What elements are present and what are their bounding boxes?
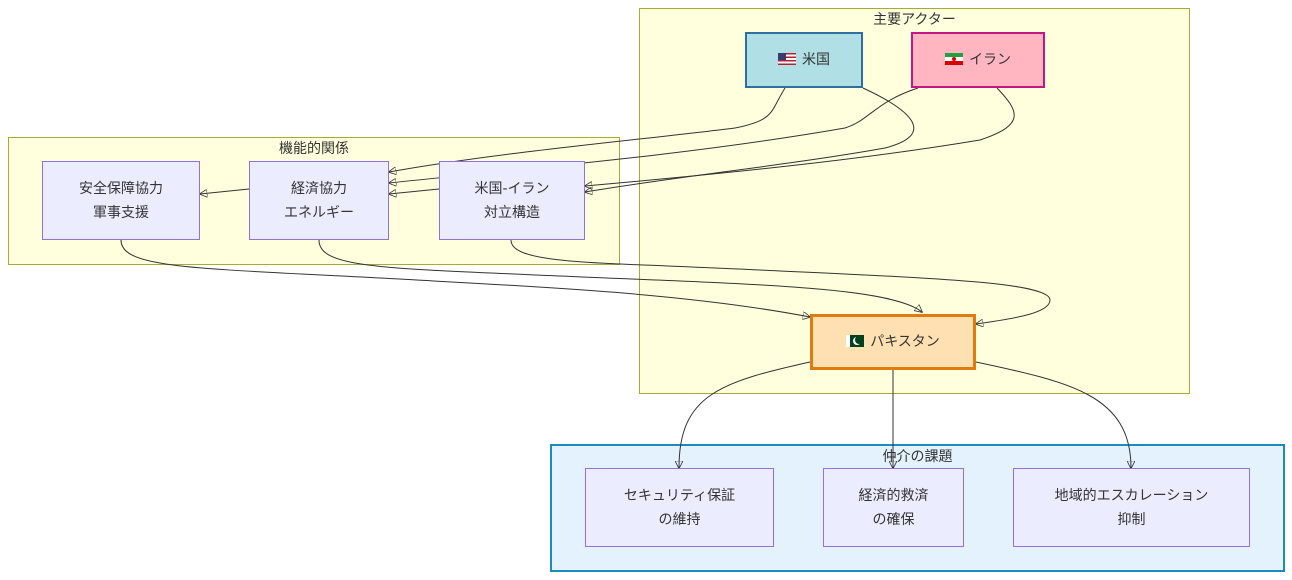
node-label-line: セキュリティ保証 xyxy=(623,487,736,504)
node-security-guarantee[interactable]: セキュリティ保証 の維持 xyxy=(585,468,774,547)
node-label-line: 軍事支援 xyxy=(93,204,149,221)
edge-pakistan-to-deescalation xyxy=(975,361,1131,468)
node-us-iran-conflict[interactable]: 米国-イラン 対立構造 xyxy=(439,161,585,240)
node-label-line: 経済的救済 xyxy=(858,487,929,504)
edge-us-to-economic xyxy=(389,87,786,172)
node-economic-cooperation[interactable]: 経済協力 エネルギー xyxy=(249,161,389,240)
node-iran[interactable]: イラン xyxy=(911,32,1045,88)
iran-flag-icon xyxy=(945,53,963,65)
us-flag-icon xyxy=(778,53,796,65)
edge-us-to-conflict xyxy=(585,87,915,192)
node-label-line: の確保 xyxy=(872,511,915,528)
edge-iran-to-conflict xyxy=(585,87,1015,186)
node-label: 米国 xyxy=(802,52,830,68)
node-security-cooperation[interactable]: 安全保障協力 軍事支援 xyxy=(42,161,200,240)
node-label-line: 抑制 xyxy=(1117,511,1146,528)
cluster-title: 主要アクター xyxy=(873,12,956,28)
node-label-line: 米国-イラン xyxy=(474,180,550,197)
node-us[interactable]: 米国 xyxy=(745,32,863,88)
node-label-line: エネルギー xyxy=(284,204,354,221)
node-label-line: 安全保障協力 xyxy=(79,180,163,197)
edge-pakistan-to-security-guarantee xyxy=(679,361,811,468)
node-pakistan[interactable]: パキスタン xyxy=(810,314,976,370)
edge-economic-to-pakistan xyxy=(318,239,922,312)
node-economic-relief[interactable]: 経済的救済 の確保 xyxy=(823,468,964,547)
node-label: イラン xyxy=(969,52,1011,68)
node-label-line: 経済協力 xyxy=(291,180,347,197)
edge-security-to-pakistan xyxy=(120,239,810,317)
edge-economic-to-security xyxy=(200,188,250,194)
node-label: パキスタン xyxy=(870,334,940,350)
node-label-line: 地域的エスカレーション xyxy=(1054,487,1209,504)
node-label-line: の維持 xyxy=(658,511,701,528)
cluster-title: 機能的関係 xyxy=(279,141,349,157)
edge-conflict-to-pakistan xyxy=(510,239,1051,324)
node-label-line: 対立構造 xyxy=(484,204,540,221)
pakistan-flag-icon xyxy=(846,335,865,347)
cluster-title: 仲介の課題 xyxy=(882,449,953,465)
node-regional-deescalation[interactable]: 地域的エスカレーション 抑制 xyxy=(1013,468,1250,547)
edge-conflict-to-economic xyxy=(389,188,440,194)
